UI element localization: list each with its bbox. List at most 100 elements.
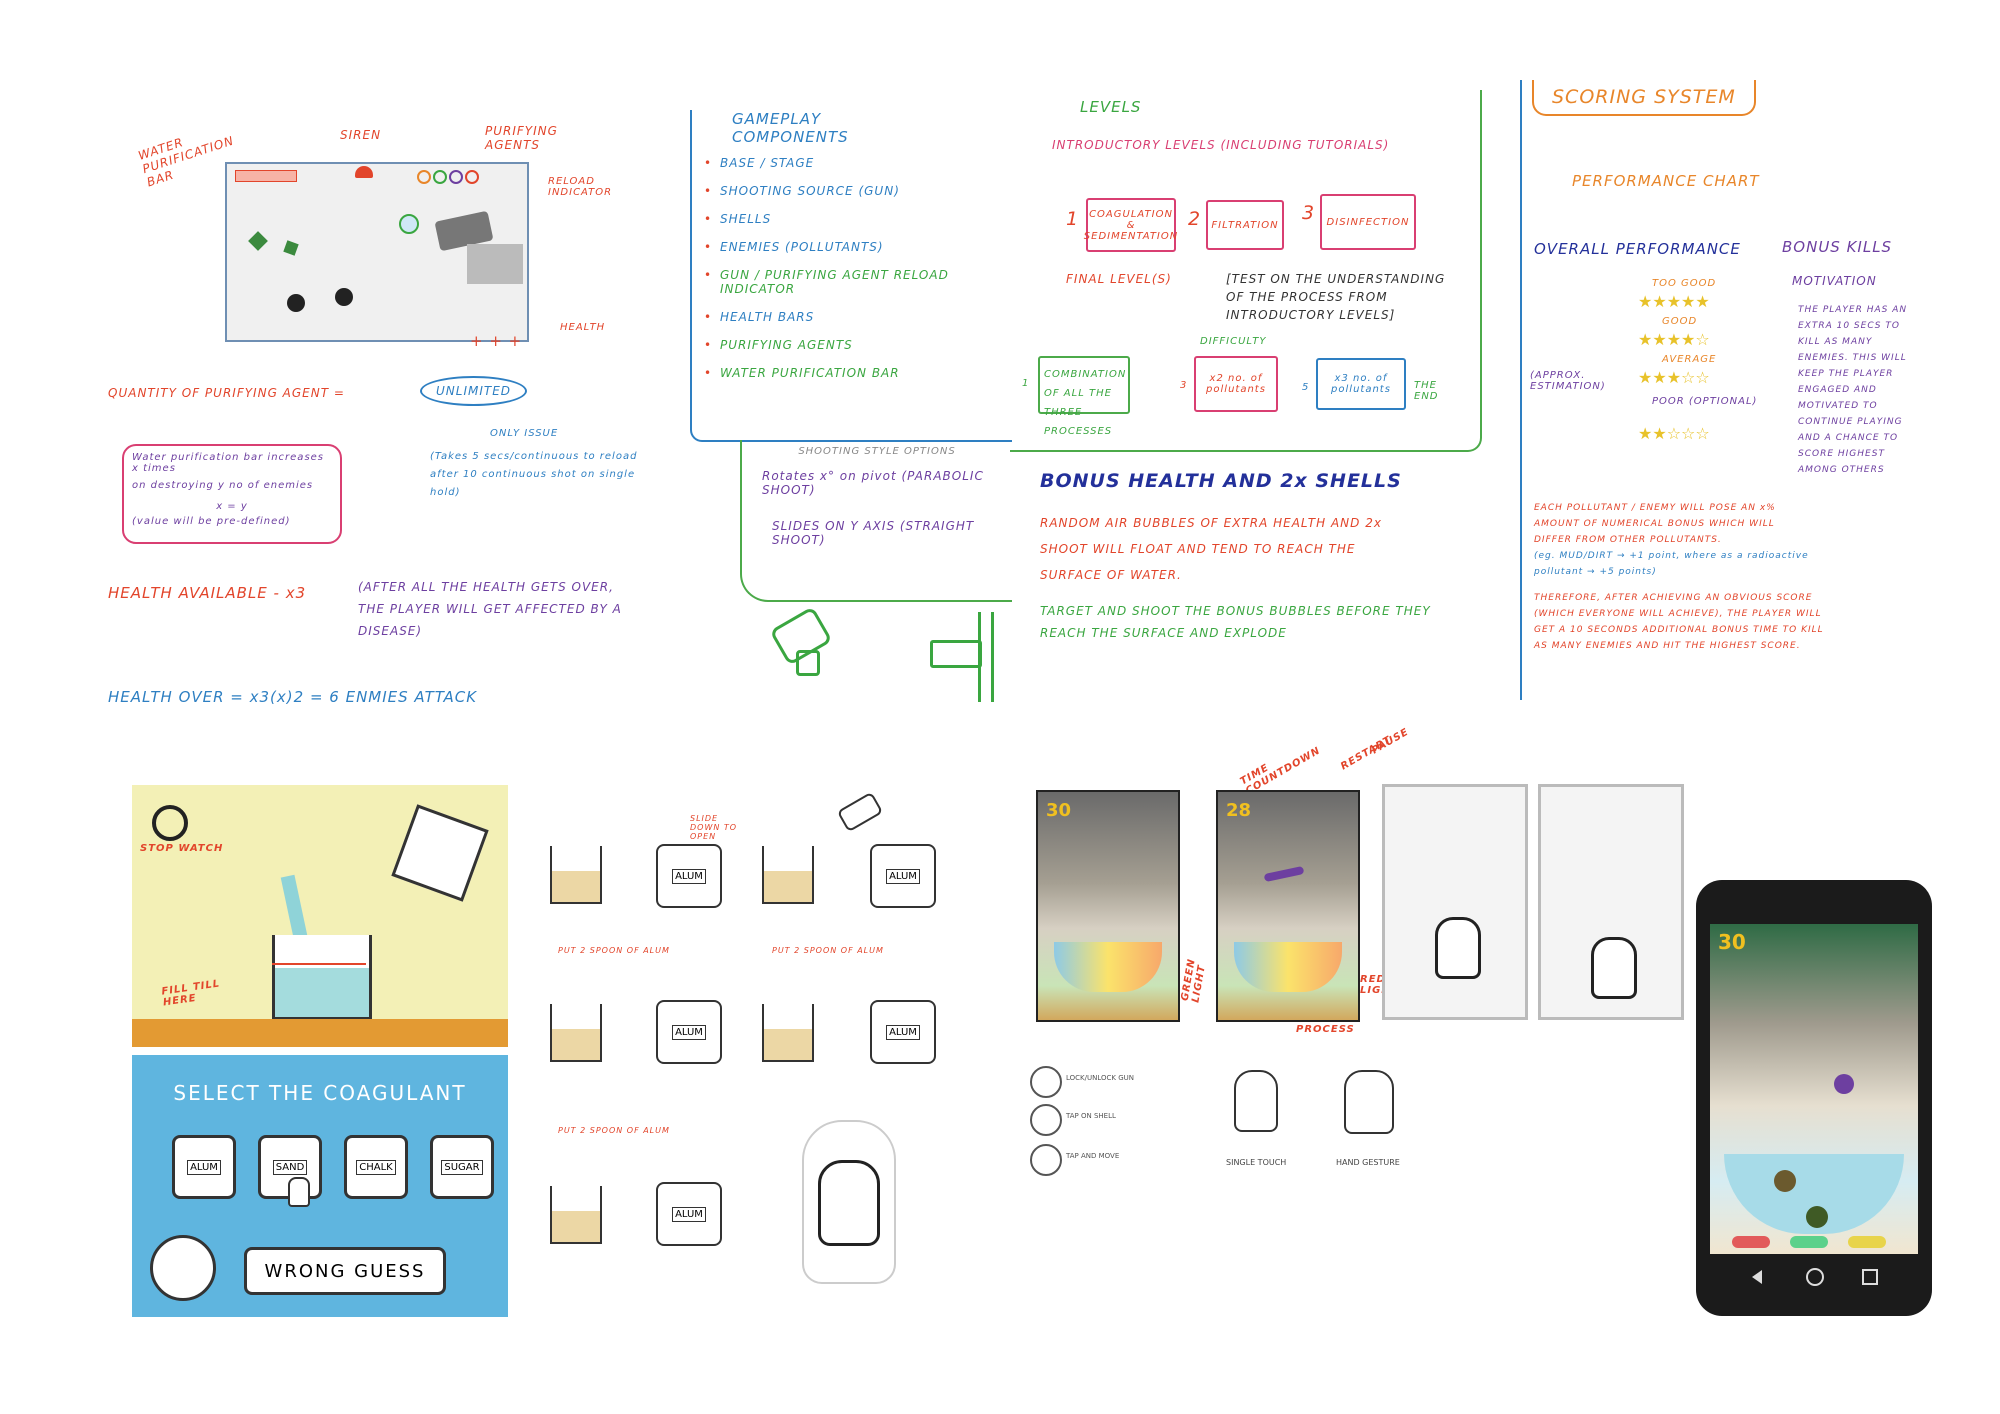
alum-jar: ALUM xyxy=(656,844,722,908)
hand-icon xyxy=(818,1160,880,1246)
health-over: HEALTH OVER = x3(x)2 = 6 ENMIES ATTACK xyxy=(108,688,478,706)
gun-base xyxy=(467,244,523,284)
reload-indicator-label: RELOAD INDICATOR xyxy=(548,176,613,198)
jar-label: SAND xyxy=(272,1159,308,1175)
quantity-value: UNLIMITED xyxy=(420,376,528,406)
final-box-label: x2 no. of pollutants xyxy=(1206,373,1266,395)
fill-label: FILL TILL HERE xyxy=(160,978,221,1009)
final-box-2: x2 no. of pollutants xyxy=(1194,356,1278,412)
level-box-2: FILTRATION xyxy=(1206,200,1284,250)
slide-gun-icon xyxy=(930,640,982,668)
alum-jar: ALUM xyxy=(870,844,936,908)
rating-label: AVERAGE xyxy=(1662,354,1717,365)
overall-performance: OVERALL PERFORMANCE xyxy=(1534,240,1741,258)
legend-icon-3 xyxy=(1030,1144,1062,1176)
level-box-label: FILTRATION xyxy=(1211,219,1279,231)
jar-alum[interactable]: ALUM xyxy=(172,1135,236,1199)
purple-note-line: x = y xyxy=(216,501,248,512)
shooting-panel: SHOOTING STYLE OPTIONS Rotates x° on piv… xyxy=(740,440,1012,602)
level-num-1: 1 xyxy=(1066,208,1080,230)
scoring-note-2: (eg. MUD/DIRT → +1 point, where as a rad… xyxy=(1534,551,1809,577)
slide-gun-sketch xyxy=(930,612,1000,702)
beaker xyxy=(550,846,602,904)
final-box-1: COMBINATION OF ALL THE THREE PROCESSES xyxy=(1038,356,1130,437)
hand-gesture-icon xyxy=(802,1120,896,1284)
screen-3 xyxy=(1382,784,1528,1020)
component-item: HEALTH BARS xyxy=(704,310,1012,324)
level-num-2: 2 xyxy=(1188,208,1202,230)
stopwatch-icon xyxy=(152,805,188,841)
floor xyxy=(132,1019,508,1047)
legend-label: TAP ON SHELL xyxy=(1066,1112,1116,1120)
level-box-3: DISINFECTION xyxy=(1320,194,1416,250)
game-screen-sketch xyxy=(225,162,529,342)
final-box-3: x3 no. of pollutants xyxy=(1316,358,1406,410)
enemy-icon xyxy=(287,294,305,312)
jar-sugar[interactable]: SUGAR xyxy=(430,1135,494,1199)
row-num-1: 1 xyxy=(1022,378,1030,389)
level-box-label: DISINFECTION xyxy=(1326,216,1410,228)
shell-icon xyxy=(1263,865,1305,883)
bonus-text-2: TARGET AND SHOOT THE BONUS BUBBLES BEFOR… xyxy=(1040,604,1431,640)
bonus-section: BONUS HEALTH AND 2x SHELLS RANDOM AIR BU… xyxy=(1040,470,1490,670)
recent-apps-icon[interactable] xyxy=(1862,1269,1878,1285)
phone-screen: 30 xyxy=(1710,924,1918,1254)
component-item: ENEMIES (POLLUTANTS) xyxy=(704,240,1012,254)
tank xyxy=(1054,942,1162,992)
health-marks: + + + xyxy=(470,332,523,350)
jar-chalk[interactable]: CHALK xyxy=(344,1135,408,1199)
alum-jar: ALUM xyxy=(656,1000,722,1064)
level-box-label: COAGULATION & SEDIMENTATION xyxy=(1083,208,1179,242)
hand-gesture-icon xyxy=(1344,1070,1394,1134)
agent-icon-4 xyxy=(465,170,479,184)
motivation-text: THE PLAYER HAS AN EXTRA 10 SECS TO KILL … xyxy=(1798,305,1908,475)
water-bar xyxy=(235,170,297,182)
hand-icon xyxy=(1435,917,1481,979)
home-icon[interactable] xyxy=(1806,1268,1824,1286)
final-box-label: x3 no. of pollutants xyxy=(1331,373,1391,395)
purple-note-box: Water purification bar increases x times… xyxy=(122,444,342,544)
time-countdown-label: TIME COUNTDOWN xyxy=(1238,745,1323,798)
fill-line xyxy=(272,963,366,965)
enemy-icon xyxy=(335,288,353,306)
alum-steps: SLIDE DOWN TO OPEN ALUM ALUM PUT 2 SPOON… xyxy=(540,791,940,1320)
select-panel: SELECT THE COAGULANT ALUM SAND CHALK SUG… xyxy=(132,1055,508,1317)
beaker xyxy=(550,1004,602,1062)
bonus-text-1: RANDOM AIR BUBBLES OF EXTRA HEALTH AND 2… xyxy=(1040,516,1382,582)
cannon-base xyxy=(796,650,820,676)
legend-icon-2 xyxy=(1030,1104,1062,1136)
pollutant-icon xyxy=(1774,1170,1796,1192)
approx-estimation: (APPROX. ESTIMATION) xyxy=(1530,370,1606,392)
purple-note-line: on destroying y no of enemies xyxy=(132,480,314,491)
screen-1: 30 xyxy=(1036,790,1180,1022)
screen-4 xyxy=(1538,784,1684,1020)
hand-icon xyxy=(1591,937,1637,999)
step-note: PUT 2 SPOON OF ALUM xyxy=(772,946,884,955)
step-note: PUT 2 SPOON OF ALUM xyxy=(558,1126,670,1135)
levels-title: LEVELS xyxy=(1080,98,1142,116)
component-item: SHELLS xyxy=(704,212,1012,226)
back-icon[interactable] xyxy=(1752,1270,1762,1284)
timer: 30 xyxy=(1718,930,1746,954)
jar-label: ALUM xyxy=(886,1024,920,1040)
beaker xyxy=(762,846,814,904)
only-issue-detail: (Takes 5 secs/continuous to reload after… xyxy=(430,451,638,498)
row-num-3: 5 xyxy=(1302,382,1310,393)
pour-beaker xyxy=(391,804,489,902)
pollutant-icon xyxy=(283,240,299,256)
pollutant-icon xyxy=(1806,1206,1828,1228)
bonus-title: BONUS HEALTH AND 2x SHELLS xyxy=(1040,470,1402,492)
gesture-label: SINGLE TOUCH xyxy=(1226,1158,1287,1167)
cannon-sketch xyxy=(769,606,833,676)
purple-note-line: (value will be pre-defined) xyxy=(132,516,291,527)
light-yellow xyxy=(1848,1236,1886,1248)
beaker xyxy=(550,1186,602,1244)
screen-mockups: TIME COUNTDOWN RESTART PAUSE 30 GREEN LI… xyxy=(1030,727,1690,1310)
glass-beaker xyxy=(272,935,372,1020)
jar-label: CHALK xyxy=(356,1159,396,1175)
bonus-bubble-icon xyxy=(399,214,419,234)
notes-section: QUANTITY OF PURIFYING AGENT = UNLIMITED … xyxy=(100,370,660,710)
jar-label: ALUM xyxy=(187,1159,221,1175)
wrong-guess-bubble: WRONG GUESS xyxy=(244,1247,446,1295)
final-levels: FINAL LEVEL(S) xyxy=(1066,272,1172,286)
